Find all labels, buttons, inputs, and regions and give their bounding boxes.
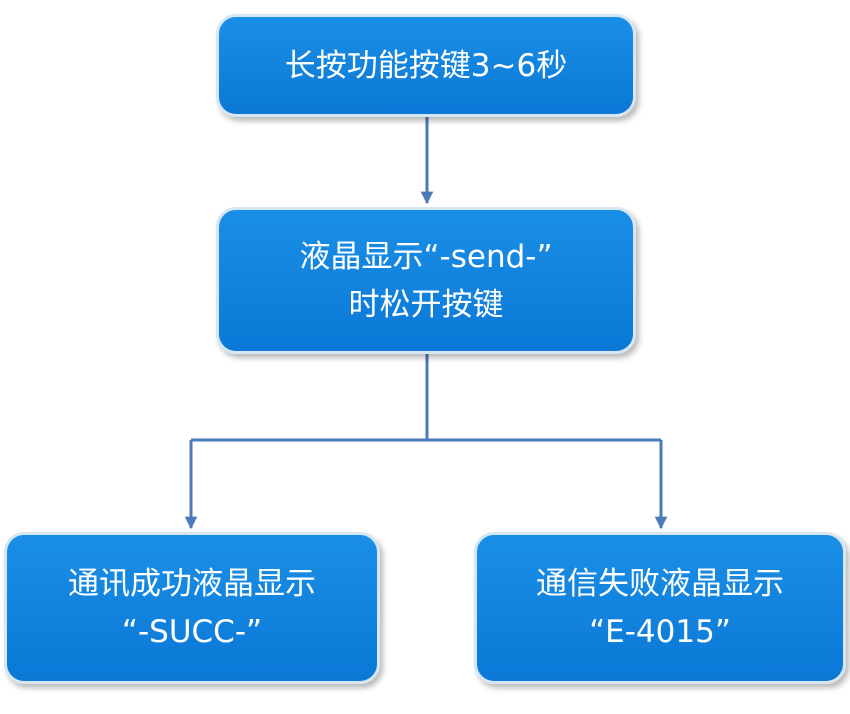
node-comm-success-line1: 通讯成功液晶显示 [68,566,316,602]
node-comm-fail-line1: 通信失败液晶显示 [536,566,784,602]
node-long-press: 长按功能按键3~6秒 [216,14,636,117]
node-comm-fail: 通信失败液晶显示 “E-4015” [474,532,846,684]
node-comm-success: 通讯成功液晶显示 “-SUCC-” [4,532,380,684]
node-comm-success-line2: “-SUCC-” [121,614,263,650]
node-display-send-line1: 液晶显示“-send-” [299,238,553,275]
node-comm-fail-line2: “E-4015” [589,614,731,650]
node-display-send-line2: 时松开按键 [348,286,504,323]
node-long-press-text: 长按功能按键3~6秒 [284,47,568,84]
node-display-send: 液晶显示“-send-” 时松开按键 [216,207,636,354]
